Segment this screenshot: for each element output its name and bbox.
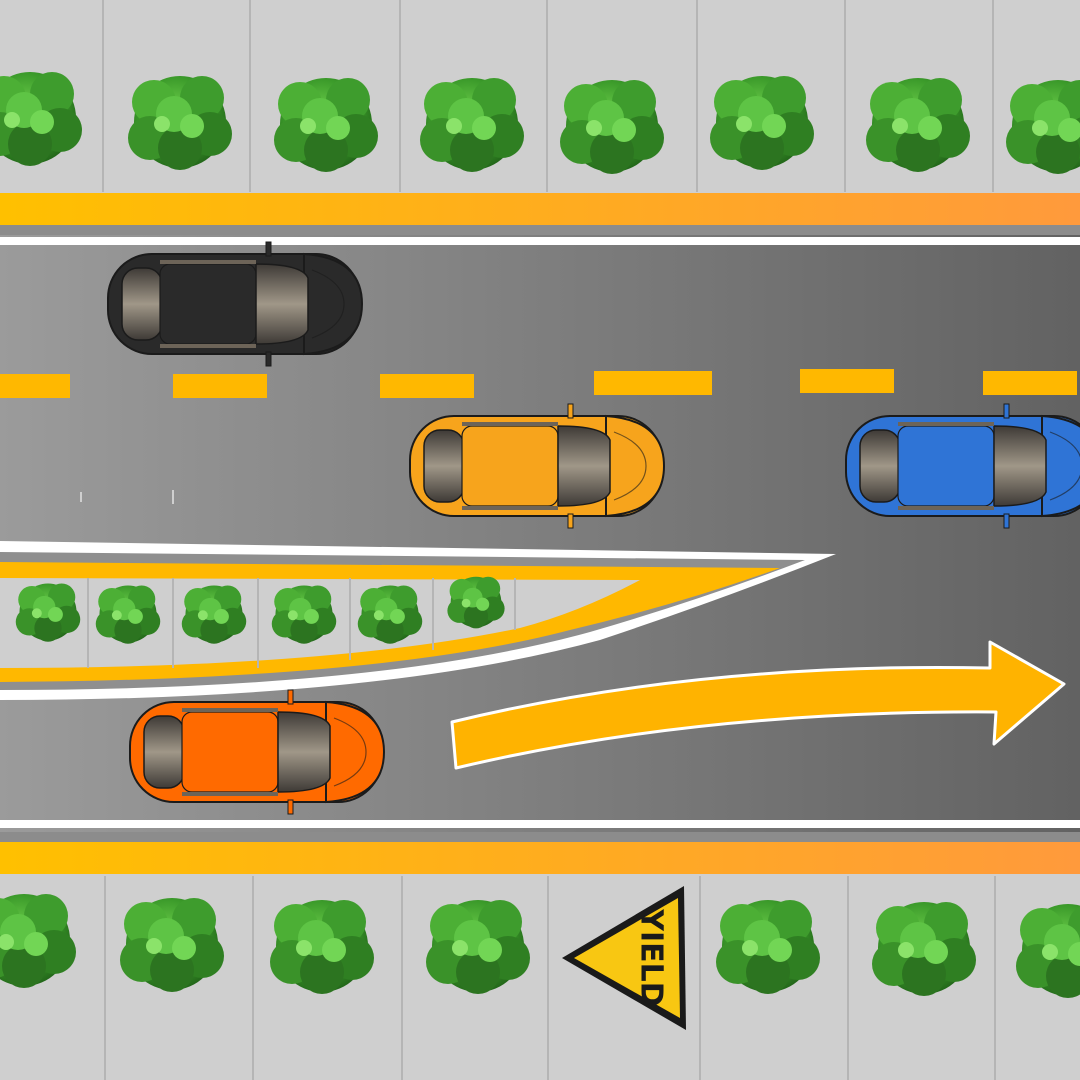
lane-dashes	[0, 369, 1077, 398]
bottom-edge-line	[0, 820, 1080, 828]
yield-sign: YIELD	[562, 886, 686, 1030]
merge-arrow-icon	[450, 640, 1066, 770]
top-curb	[0, 193, 1080, 225]
amber-car	[409, 403, 665, 529]
bush-icon	[1006, 80, 1080, 174]
black-car	[107, 241, 363, 367]
bush-icon	[1016, 904, 1080, 998]
top-edge-line	[0, 237, 1080, 245]
bottom-curb	[0, 842, 1080, 874]
yield-sign-text: YIELD	[634, 908, 669, 1006]
sidewalk-joints	[102, 0, 996, 1080]
orange-car	[129, 689, 385, 815]
blue-car	[845, 403, 1080, 529]
